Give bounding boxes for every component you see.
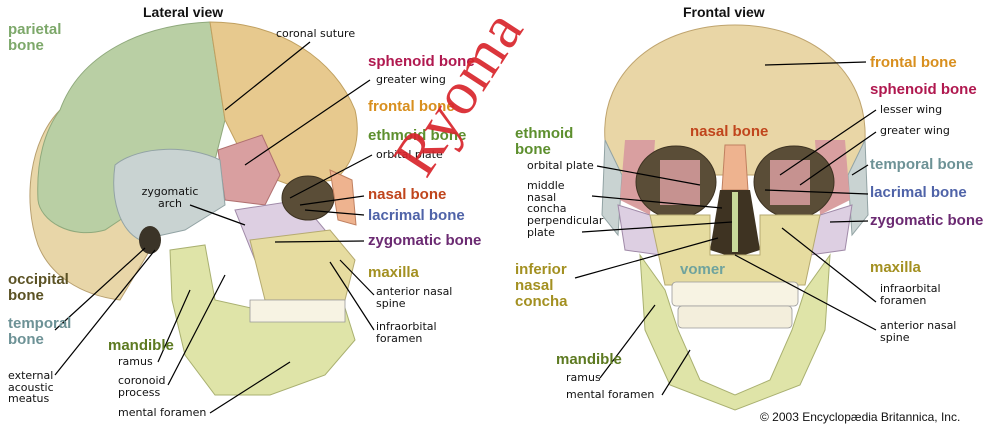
lateral-maxilla-region	[249, 229, 356, 301]
leader-zygomatic-arch	[189, 204, 246, 226]
lat-sphenoid-label: sphenoid bone	[368, 53, 475, 70]
frontal-orbit-right-inner	[770, 160, 810, 205]
lat-lacrimal-label: lacrimal bone	[368, 207, 465, 224]
fr-perpendicular-plate-label: perpendicular plate	[527, 214, 604, 239]
lat-ethmoid-label: ethmoid bone	[368, 127, 467, 144]
leader-lines	[54, 41, 877, 414]
copyright: © 2003 Encyclopædia Britannica, Inc.	[760, 410, 961, 424]
frontal-temporal-left	[601, 139, 623, 237]
leader-fr-orbital-plate	[596, 165, 701, 186]
leader-lat-infraorbital	[329, 261, 375, 331]
leader-fr-middle-concha	[591, 195, 723, 209]
frontal-skull	[601, 24, 869, 411]
lat-parietal-label: parietal bone	[8, 21, 62, 54]
lat-external-acoustic-meatus-label: external acoustic meatus	[8, 369, 54, 406]
fr-mental-foramen-label: mental foramen	[566, 388, 655, 401]
leader-lat-ant-spine	[339, 259, 375, 296]
leader-fr-lacrimal	[764, 189, 869, 195]
fr-mandible-label: mandible	[556, 351, 622, 368]
lat-greater-wing-label: greater wing	[376, 73, 446, 86]
lat-zygomatic-arch-label: zygomatic arch	[141, 185, 199, 210]
lat-zygomatic-label: zygomatic bone	[368, 232, 482, 249]
leader-lat-ramus	[157, 289, 191, 363]
lat-anterior-nasal-spine-label: anterior nasal spine	[376, 285, 453, 310]
lat-ramus-label: ramus	[118, 355, 153, 368]
leader-fr-mental	[661, 349, 691, 396]
lat-coronoid-process-label: coronoid process	[118, 374, 166, 399]
frontal-lower-teeth	[677, 305, 793, 329]
frontal-temporal-right	[847, 139, 869, 237]
fr-nasal-label: nasal bone	[690, 123, 769, 140]
leader-fr-zygomatic	[829, 220, 869, 223]
lateral-skull	[29, 21, 358, 396]
leader-lat-external-meatus	[54, 249, 156, 376]
lat-orbital-plate-label: orbital plate	[376, 148, 443, 161]
leader-fr-ant-spine	[734, 254, 877, 331]
lat-nasal-label: nasal bone	[368, 186, 447, 203]
lateral-teeth	[249, 299, 346, 323]
lat-occipital-label: occipital bone	[8, 271, 69, 304]
fr-anterior-nasal-spine-label: anterior nasal spine	[880, 319, 957, 344]
lat-maxilla-label: maxilla	[368, 264, 419, 281]
lat-infraorbital-foramen-label: infraorbital foramen	[376, 320, 437, 345]
lat-temporal-label: temporal bone	[8, 315, 72, 348]
leader-lat-temporal	[54, 247, 146, 331]
lateral-nasal-region	[329, 169, 357, 226]
leader-fr-temporal	[851, 164, 869, 176]
frontal-upper-teeth	[671, 281, 799, 307]
leader-fr-greater-wing	[799, 131, 877, 186]
leader-fr-infraorbital	[781, 227, 877, 303]
fr-greater-wing-label: greater wing	[880, 124, 950, 137]
leader-fr-lesser-wing	[779, 109, 877, 176]
fr-temporal-label: temporal bone	[870, 156, 974, 173]
fr-maxilla-label: maxilla	[870, 259, 921, 276]
lateral-temporal-region	[113, 148, 226, 241]
frontal-nasal-region	[721, 144, 749, 191]
leader-coronal-suture	[224, 41, 311, 111]
leader-lat-nasal	[299, 195, 365, 206]
leader-lat-zygomatic	[274, 240, 365, 243]
fr-middle-nasal-concha-label: middle nasal concha	[527, 179, 567, 216]
leader-fr-perpendicular	[581, 221, 733, 233]
fr-ethmoid-label: ethmoid bone	[515, 125, 574, 158]
frontal-septum	[732, 192, 738, 252]
fr-lesser-wing-label: lesser wing	[880, 103, 943, 116]
fr-sphenoid-label: sphenoid bone	[870, 81, 977, 98]
frontal-view-title: Frontal view	[683, 4, 765, 20]
fr-inferior-nasal-concha-label: inferior nasal concha	[515, 261, 568, 310]
leader-fr-frontal	[764, 61, 867, 66]
leader-fr-ramus	[599, 304, 656, 379]
lat-mental-foramen-label: mental foramen	[118, 406, 207, 419]
frontal-orbit-left-inner	[660, 160, 700, 205]
fr-orbital-plate-label: orbital plate	[527, 159, 594, 172]
lat-coronal-suture-label: coronal suture	[276, 27, 356, 40]
fr-infraorbital-foramen-label: infraorbital foramen	[880, 282, 941, 307]
fr-frontal-label: frontal bone	[870, 54, 957, 71]
fr-lacrimal-label: lacrimal bone	[870, 184, 967, 201]
fr-vomer-label: vomer	[680, 261, 726, 278]
fr-ramus-label: ramus	[566, 371, 601, 384]
leader-fr-inferior-concha	[574, 237, 719, 279]
leader-lat-coronoid	[167, 274, 226, 386]
fr-zygomatic-label: zygomatic bone	[870, 212, 984, 229]
leader-lat-orbital-plate	[289, 154, 373, 199]
lateral-view-title: Lateral view	[143, 4, 224, 20]
frontal-frontal-region	[604, 24, 866, 176]
frontal-mandible-region	[639, 253, 831, 411]
leader-lat-lacrimal	[304, 209, 365, 216]
lat-frontal-label: frontal bone	[368, 98, 455, 115]
lateral-orbit	[281, 175, 335, 221]
leader-lat-mental	[209, 361, 291, 414]
lateral-ear-opening	[139, 226, 161, 254]
lat-mandible-label: mandible	[108, 337, 174, 354]
leader-lat-greater-wing	[244, 79, 371, 166]
